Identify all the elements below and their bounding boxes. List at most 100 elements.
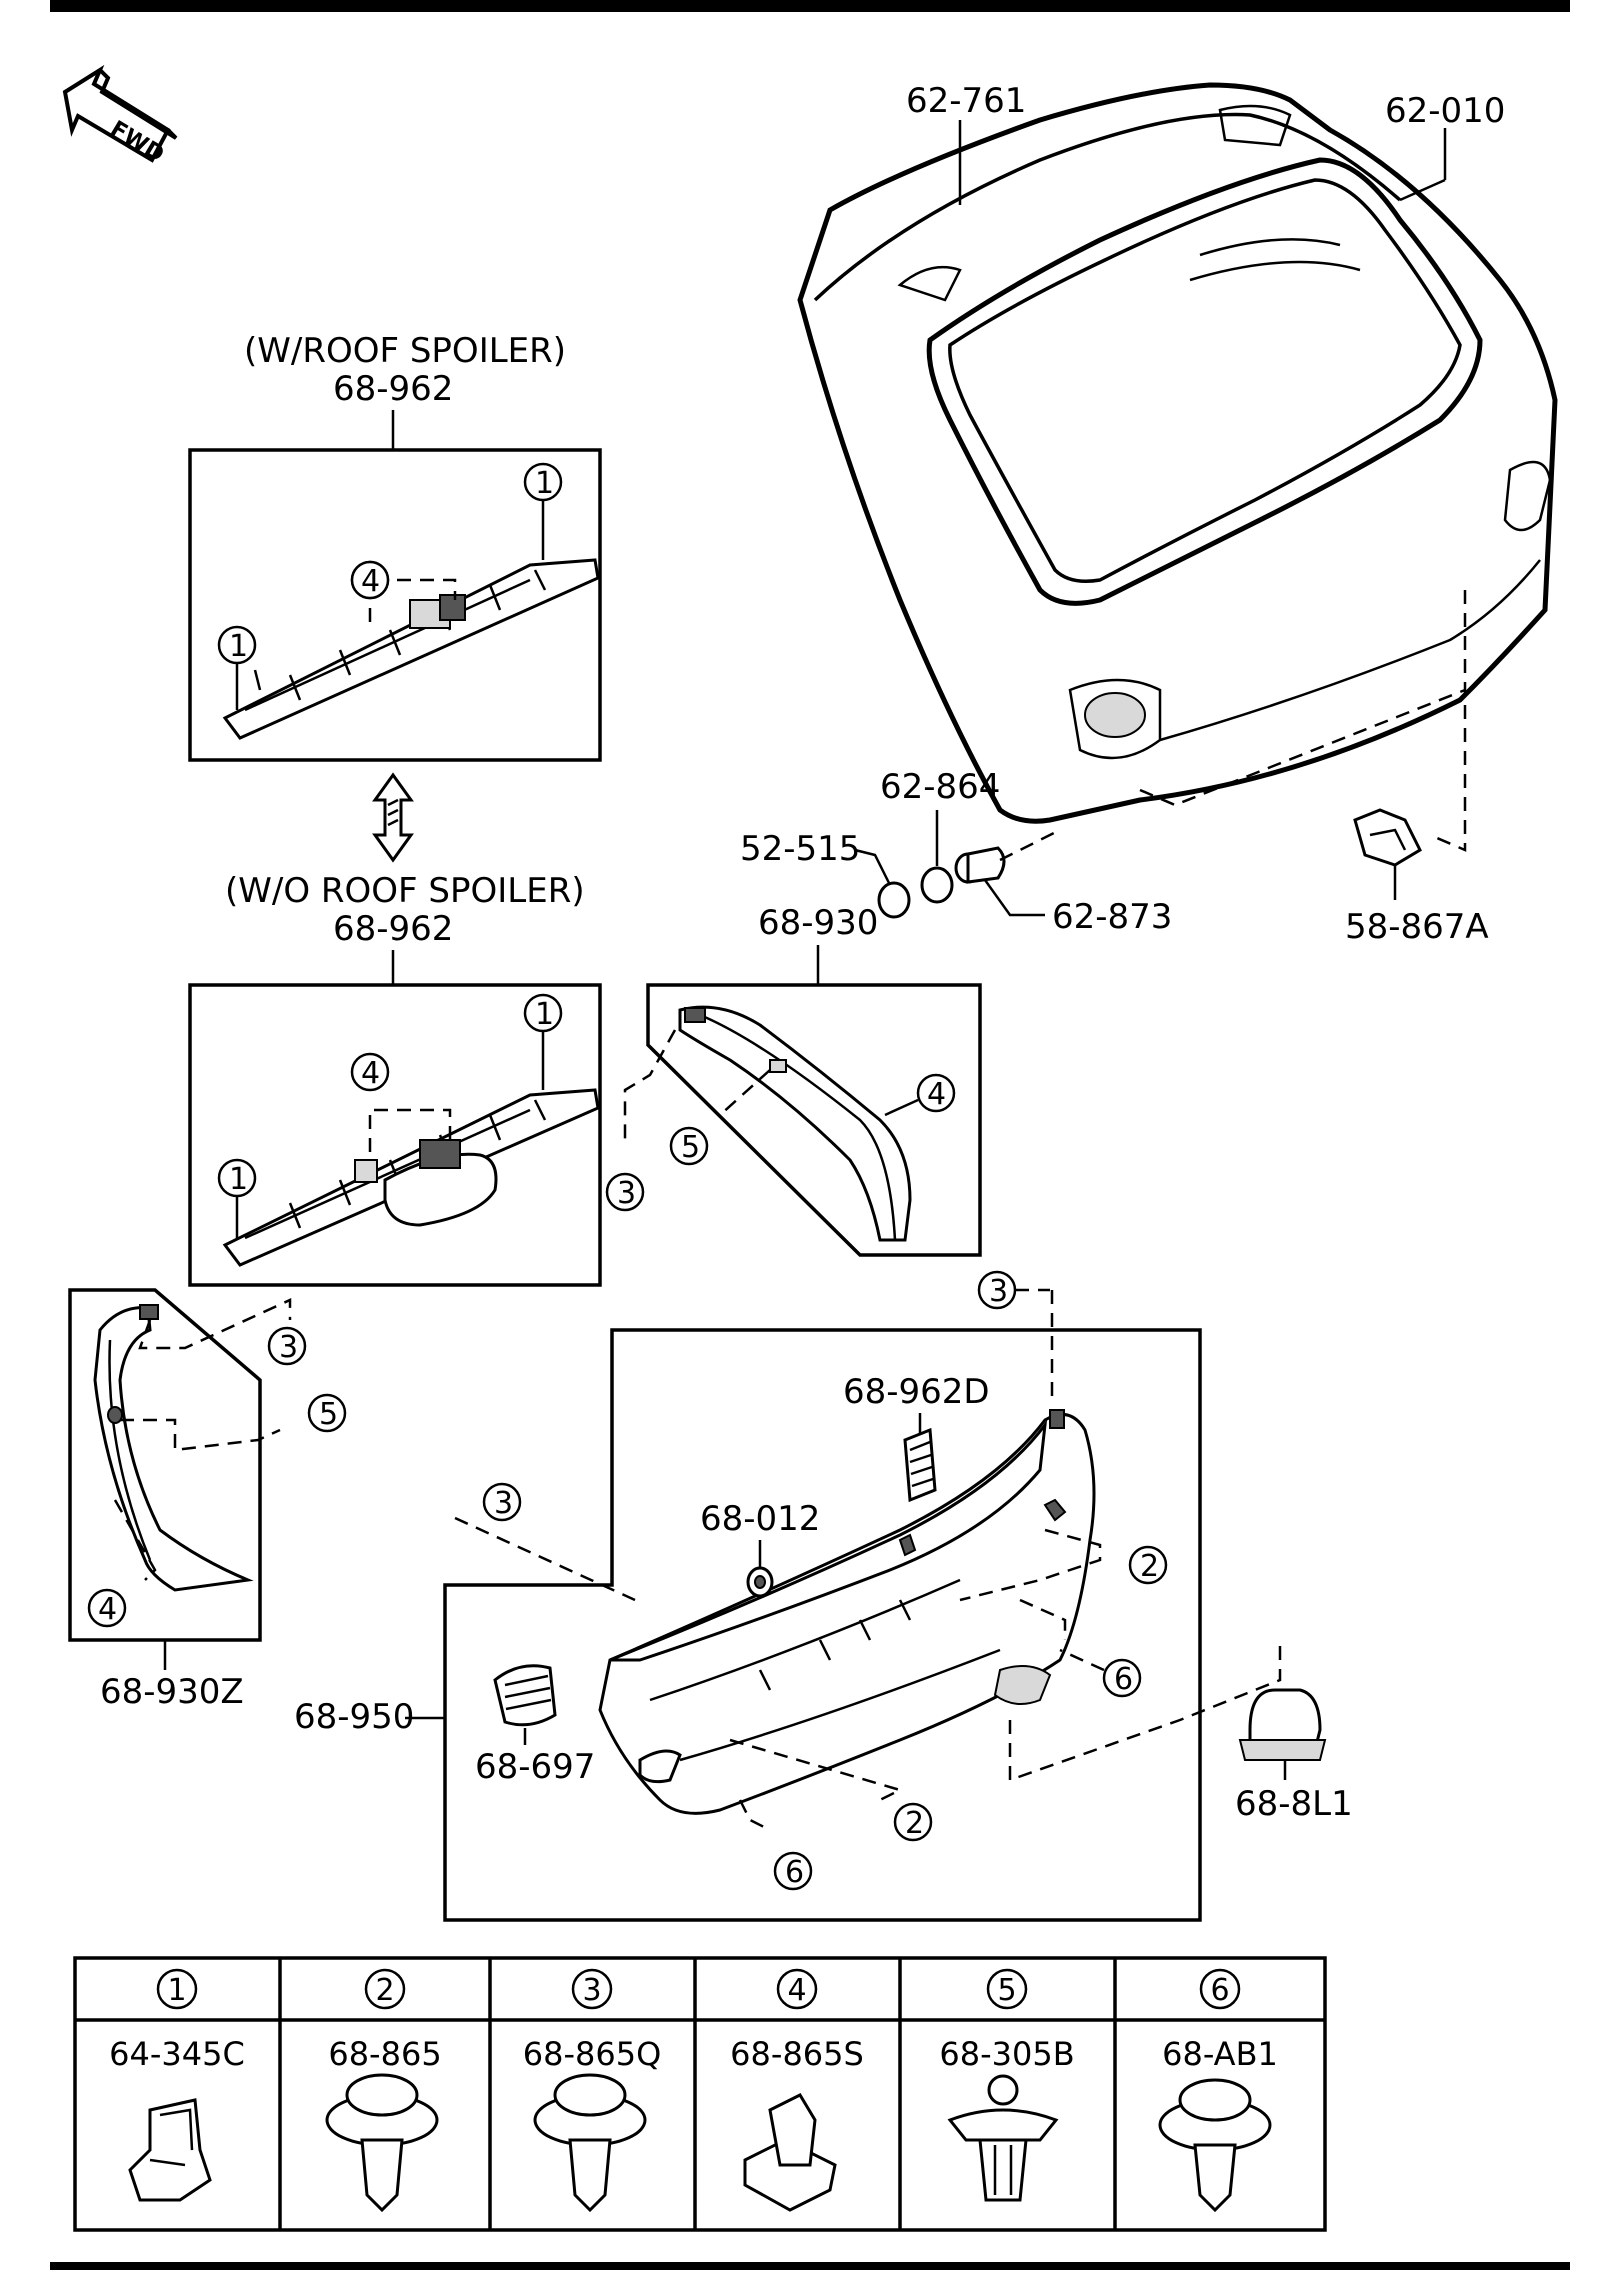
callout-5-930z: 5: [307, 1393, 347, 1433]
table-callout-number-6: 6: [1210, 1973, 1229, 2008]
table-callout-circle-6: [1199, 1968, 1241, 2010]
label-68-930z: 68-930Z: [100, 1672, 244, 1712]
label-62-864: 62-864: [880, 767, 1000, 807]
callout-6-right: 6: [1059, 1648, 1142, 1698]
table-callout-circle-5: [986, 1968, 1028, 2010]
label-68-697: 68-697: [475, 1747, 595, 1787]
part-62-873: [954, 846, 1006, 884]
svg-text:4: 4: [98, 1592, 117, 1627]
callout-3-left: 3: [482, 1482, 522, 1522]
note-wo-roof-spoiler: (W/O ROOF SPOILER): [225, 871, 585, 911]
part-68-950-trim-board: [598, 1409, 1096, 1815]
callout-4-spoiler-label: 4: [350, 560, 390, 600]
part-68-930-trim: [678, 1005, 912, 1242]
callout-4-930z: 4: [87, 1588, 127, 1628]
label-52-515: 52-515: [740, 829, 860, 869]
table-callout-circle-3: [571, 1968, 613, 2010]
callout-1-nospoiler-right: 1: [523, 993, 563, 1090]
fastener-table: [73, 1956, 1327, 2232]
svg-text:3: 3: [279, 1330, 298, 1365]
clip-68-865q-icon: [533, 2073, 647, 2213]
part-52-515: [877, 881, 911, 919]
svg-text:1: 1: [229, 629, 248, 664]
table-callout-number-3: 3: [582, 1973, 601, 2008]
table-part-number-3: 68-865Q: [523, 2035, 662, 2073]
callout-3-top: 3: [977, 1270, 1050, 1310]
svg-text:3: 3: [617, 1176, 636, 1211]
svg-text:4: 4: [361, 564, 380, 599]
table-callout-number-1: 1: [167, 1973, 186, 2008]
svg-text:1: 1: [535, 466, 554, 501]
clip-64-345c-icon: [128, 2098, 212, 2202]
table-callout-number-5: 5: [997, 1973, 1016, 2008]
bottom-rule: [50, 2262, 1570, 2270]
note-w-roof-spoiler: (W/ROOF SPOILER): [244, 331, 566, 371]
label-68-950: 68-950: [294, 1697, 414, 1737]
table-callout-circle-2: [364, 1968, 406, 2010]
svg-text:5: 5: [681, 1130, 700, 1165]
table-callout-circle-4: [776, 1968, 818, 2010]
callout-4-nospoiler: 4: [350, 1052, 390, 1092]
box-with-roof-spoiler: [188, 448, 602, 762]
garnish-with-spoiler: [222, 558, 600, 740]
svg-text:3: 3: [989, 1274, 1008, 1309]
box-68-950: [443, 1328, 1202, 1922]
label-68-930: 68-930: [758, 903, 878, 943]
box-without-roof-spoiler: [188, 983, 602, 1287]
label-58-867a: 58-867A: [1345, 907, 1489, 947]
svg-text:2: 2: [905, 1806, 924, 1841]
box-68-930: [646, 983, 982, 1257]
clip-68-865-icon: [325, 2073, 439, 2213]
callout-1-spoiler-right: 1: [523, 462, 563, 560]
part-68-697-vent: [493, 1664, 557, 1727]
table-part-number-1: 64-345C: [109, 2035, 245, 2073]
clip-68-865s-icon: [743, 2093, 837, 2212]
garnish-without-spoiler: [222, 1088, 600, 1267]
callout-6-bottom: 6: [773, 1851, 813, 1891]
label-68-962-with-spoiler: 68-962: [333, 369, 453, 409]
svg-text:4: 4: [927, 1077, 946, 1112]
callout-1-nospoiler-left: 1: [217, 1158, 257, 1240]
top-rule: [50, 0, 1570, 12]
table-part-number-4: 68-865S: [730, 2035, 864, 2073]
label-68-962-without-spoiler: 68-962: [333, 909, 453, 949]
table-callout-number-4: 4: [787, 1973, 806, 2008]
clip-68-ab1-icon: [1158, 2078, 1272, 2213]
svg-text:4: 4: [361, 1056, 380, 1091]
part-68-012-grommet: [746, 1566, 774, 1598]
either-or-arrow-icon: [372, 772, 414, 863]
svg-text:1: 1: [535, 997, 554, 1032]
svg-text:1: 1: [229, 1162, 248, 1197]
callout-1-spoiler-left: 1: [217, 625, 257, 710]
callout-2-right: 2: [1128, 1545, 1168, 1585]
liftgate-panel: [797, 82, 1558, 824]
label-62-761: 62-761: [906, 81, 1026, 121]
svg-text:6: 6: [785, 1855, 804, 1890]
label-62-010: 62-010: [1385, 91, 1505, 131]
fwd-arrow-icon: FWD: [62, 64, 178, 168]
callout-2-bottom: 2: [893, 1802, 933, 1842]
table-part-number-2: 68-865: [328, 2035, 441, 2073]
table-part-number-5: 68-305B: [939, 2035, 1074, 2073]
table-part-number-6: 68-AB1: [1162, 2035, 1278, 2073]
callout-5-930: 5: [669, 1126, 709, 1166]
label-68-8l1: 68-8L1: [1235, 1784, 1353, 1824]
svg-text:3: 3: [494, 1486, 513, 1521]
label-68-012: 68-012: [700, 1499, 820, 1539]
part-68-8l1-lamp: [1238, 1688, 1327, 1761]
label-68-962d: 68-962D: [843, 1372, 990, 1412]
callout-4-930: 4: [884, 1073, 956, 1117]
fastener-table-cells: 1 64-345C 2 68-865 3 68-865Q 4 68-865S 5 68-305B 6…: [109, 1968, 1278, 2073]
table-callout-circle-1: [156, 1968, 198, 2010]
svg-text:6: 6: [1114, 1662, 1133, 1697]
box-68-930z: [68, 1288, 262, 1642]
table-callout-number-2: 2: [375, 1973, 394, 2008]
callout-3-930z: 3: [267, 1326, 307, 1366]
part-58-867a: [1353, 808, 1422, 867]
part-62-864: [920, 866, 954, 904]
svg-text:5: 5: [319, 1397, 338, 1432]
callout-3-930: 3: [605, 1172, 645, 1212]
clip-68-305b-icon: [947, 2074, 1059, 2202]
